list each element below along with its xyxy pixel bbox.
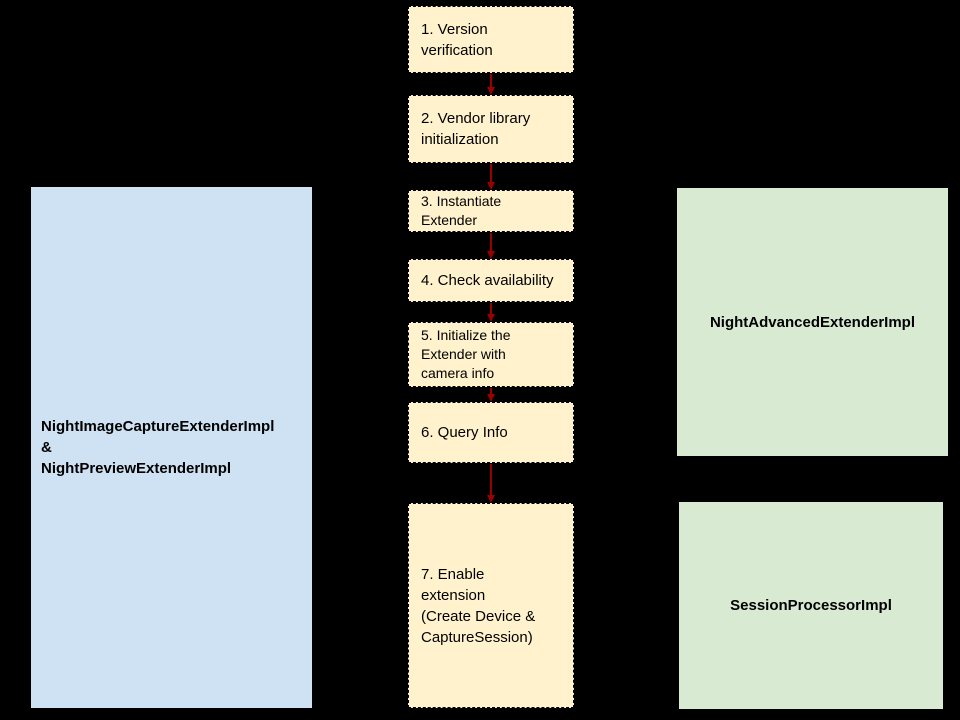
arrow-head-icon xyxy=(487,495,495,503)
arrow-line xyxy=(490,164,492,184)
arrow-head-icon xyxy=(487,182,495,190)
flow-step-label: 7. Enable extension (Create Device & Cap… xyxy=(421,565,536,646)
session-processor-label: SessionProcessorImpl xyxy=(730,597,892,614)
arrow-line xyxy=(490,233,492,253)
arrow-head-icon xyxy=(487,314,495,322)
arrow-line xyxy=(490,74,492,89)
flow-step-label: 5. Initialize the Extender with camera i… xyxy=(421,327,511,381)
night-advanced-extender-label: NightAdvancedExtenderImpl xyxy=(709,313,916,331)
flow-step-label: 3. Instantiate Extender xyxy=(421,193,502,228)
arrow-line xyxy=(490,464,492,497)
flow-step-label: 1. Version verification xyxy=(421,20,493,59)
night-image-preview-extender-box: NightImageCaptureExtenderImpl & NightPre… xyxy=(31,187,312,708)
flow-step-enable-extension: 7. Enable extension (Create Device & Cap… xyxy=(408,503,574,708)
flow-step-vendor-library-init: 2. Vendor library initialization xyxy=(408,95,574,163)
arrow-head-icon xyxy=(487,87,495,95)
flow-step-version-verification: 1. Version verification xyxy=(408,6,574,73)
night-advanced-extender-box: NightAdvancedExtenderImpl xyxy=(677,188,948,456)
flow-arrow-3 xyxy=(487,233,495,259)
arrow-head-icon xyxy=(487,251,495,259)
flow-arrow-5 xyxy=(487,388,495,402)
arrow-line xyxy=(490,388,492,396)
flow-step-check-availability: 4. Check availability xyxy=(408,259,574,302)
arrow-line xyxy=(490,303,492,316)
arrow-head-icon xyxy=(487,394,495,402)
flow-step-label: 2. Vendor library initialization xyxy=(421,110,531,148)
flow-arrow-1 xyxy=(487,74,495,95)
flow-step-label: 4. Check availability xyxy=(421,272,554,289)
flow-arrow-4 xyxy=(487,303,495,322)
flow-step-initialize-extender: 5. Initialize the Extender with camera i… xyxy=(408,322,574,387)
flow-arrow-2 xyxy=(487,164,495,190)
night-image-preview-extender-label: NightImageCaptureExtenderImpl & NightPre… xyxy=(41,418,275,477)
flow-step-label: 6. Query Info xyxy=(421,424,508,441)
session-processor-box: SessionProcessorImpl xyxy=(679,502,943,709)
flow-step-instantiate-extender: 3. Instantiate Extender xyxy=(408,190,574,232)
flow-step-query-info: 6. Query Info xyxy=(408,402,574,463)
flow-arrow-6 xyxy=(487,464,495,503)
